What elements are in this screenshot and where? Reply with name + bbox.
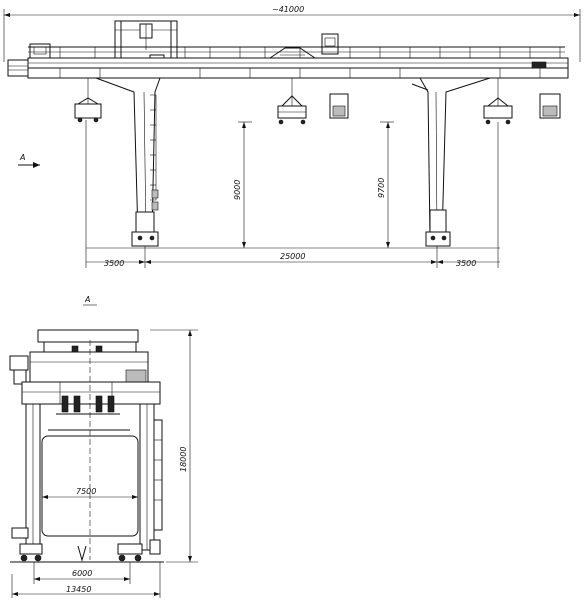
section-title: A [83,295,97,306]
spreader-right [483,78,513,125]
section-title-label: A [84,295,90,304]
spreader-left [74,78,102,123]
right-cantilever-label: 3500 [456,259,476,268]
gantry-crossbeam [21,381,161,405]
main-span-label: 25000 [280,252,305,261]
side-legs [25,403,163,551]
inner-width-dimension: 7500 [42,487,138,499]
view-arrow: A [18,153,40,168]
overall-width-dimension: 13450 [11,562,161,598]
main-girder [27,57,569,79]
lift-height-right-dimension: 9700 [377,121,394,248]
top-handrail [28,46,565,59]
right-leg [411,77,491,247]
hanging-container-2 [539,93,561,119]
left-cantilever-label: 3500 [104,259,124,268]
front-elevation: ~41000 [3,5,581,268]
lift-height-right-label: 9700 [377,178,386,198]
hanging-container-1 [329,93,349,119]
left-leg [95,77,161,247]
view-arrow-label: A [19,153,25,162]
top-platform [37,329,139,343]
total-span-label: ~41000 [272,5,304,14]
side-cabin [9,355,29,371]
bogies [10,527,164,563]
rail-gauge-label: 6000 [72,569,92,578]
right-cabin [321,33,339,55]
spreader-center [277,78,307,125]
overall-height-dimension: 18000 [150,329,198,563]
overall-width-label: 13450 [66,585,91,594]
total-span-dimension: ~41000 [3,5,581,62]
inner-width-label: 7500 [76,487,96,496]
overall-height-label: 18000 [179,447,188,472]
lift-height-left-dimension: 9000 [233,121,252,248]
side-view-a: A [9,295,198,598]
lift-height-left-label: 9000 [233,180,242,200]
rail-gauge-dimension: 6000 [33,562,131,584]
bottom-dimensions: 3500 25000 3500 [85,120,500,268]
